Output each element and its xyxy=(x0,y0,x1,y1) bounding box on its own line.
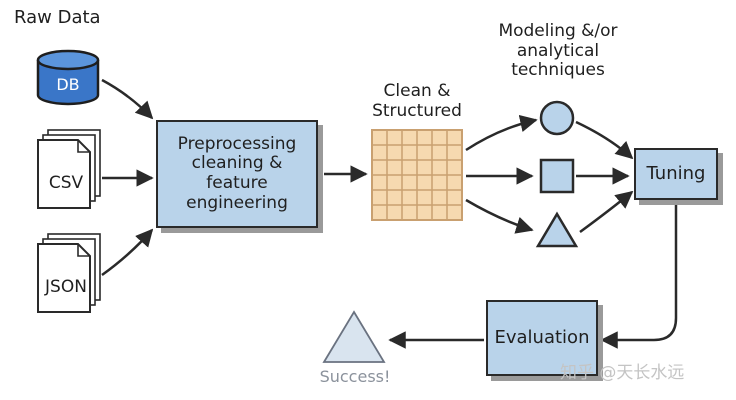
db-label: DB xyxy=(56,75,80,94)
success-label: Success! xyxy=(319,367,391,386)
square-model-icon xyxy=(539,158,575,194)
arrow-json-to-preprocessing xyxy=(101,228,154,277)
arrow-db-to-preprocessing xyxy=(101,78,154,120)
arrow-tuning-to-evaluation xyxy=(600,204,678,349)
modeling-label: Modeling &/or analytical techniques xyxy=(498,21,618,81)
arrow-triangle-to-tuning xyxy=(579,190,634,234)
arrow-circle-to-tuning xyxy=(575,120,634,160)
success-triangle-icon xyxy=(322,310,386,363)
csv-label: CSV xyxy=(48,173,84,193)
preprocessing-box: Preprocessing cleaning & feature enginee… xyxy=(156,120,318,228)
tuning-box: Tuning xyxy=(634,148,718,200)
watermark-text: 知乎 @天长水远 xyxy=(560,363,685,383)
structured-data-grid-icon xyxy=(371,129,463,221)
triangle-model-icon xyxy=(535,211,579,248)
csv-document-icon xyxy=(37,129,101,209)
json-document-icon xyxy=(37,233,101,313)
evaluation-box: Evaluation xyxy=(486,300,598,376)
raw-data-title: Raw Data xyxy=(14,7,101,28)
circle-model-icon xyxy=(539,100,575,136)
json-label: JSON xyxy=(45,277,87,297)
arrow-structured-to-circle xyxy=(465,114,538,152)
clean-structured-label: Clean & Structured xyxy=(372,81,462,121)
arrow-structured-to-triangle xyxy=(465,198,534,234)
database-icon xyxy=(36,49,100,106)
